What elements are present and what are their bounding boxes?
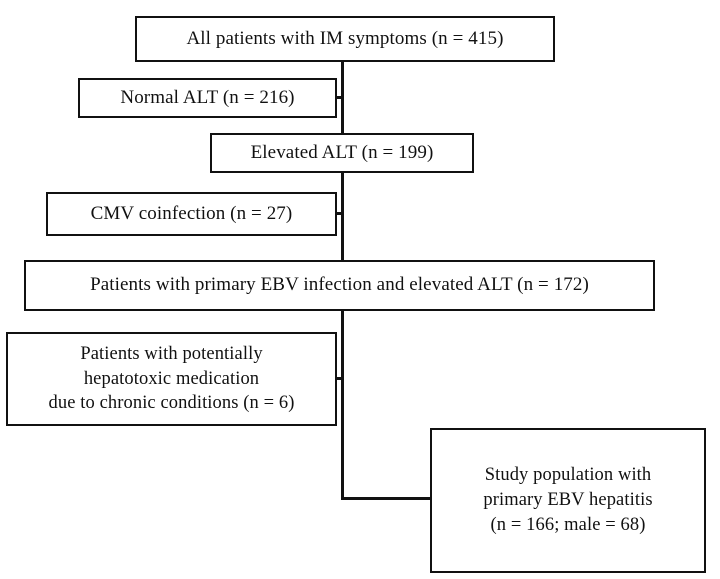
node-normal-alt: Normal ALT (n = 216): [78, 78, 337, 118]
node-cmv-coinfection: CMV coinfection (n = 27): [46, 192, 337, 236]
connector-to-study-population: [341, 497, 433, 500]
node-study-population-label: Study population with primary EBV hepati…: [483, 465, 653, 535]
connector-to-primary-ebv: [341, 308, 344, 334]
node-cmv-coinfection-label: CMV coinfection (n = 27): [90, 202, 293, 224]
connector-to-elevated-alt: [341, 171, 344, 195]
node-hepatotoxic-medication: Patients with potentially hepatotoxic me…: [6, 332, 337, 426]
node-normal-alt-label: Normal ALT (n = 216): [120, 86, 295, 108]
connector-to-hepatotoxic: [334, 377, 344, 380]
connector-to-normal-alt: [334, 96, 344, 99]
connector-to-cmv-coinfection: [334, 212, 344, 215]
node-elevated-alt: Elevated ALT (n = 199): [210, 133, 474, 173]
node-hepatotoxic-medication-label: Patients with potentially hepatotoxic me…: [48, 343, 295, 414]
node-all-patients-label: All patients with IM symptoms (n = 415): [186, 27, 504, 49]
node-study-population: Study population with primary EBV hepati…: [430, 428, 706, 573]
node-primary-ebv-infection: Patients with primary EBV infection and …: [24, 260, 655, 311]
node-all-patients: All patients with IM symptoms (n = 415): [135, 16, 555, 62]
node-elevated-alt-label: Elevated ALT (n = 199): [250, 141, 434, 163]
node-primary-ebv-infection-label: Patients with primary EBV infection and …: [90, 274, 589, 296]
